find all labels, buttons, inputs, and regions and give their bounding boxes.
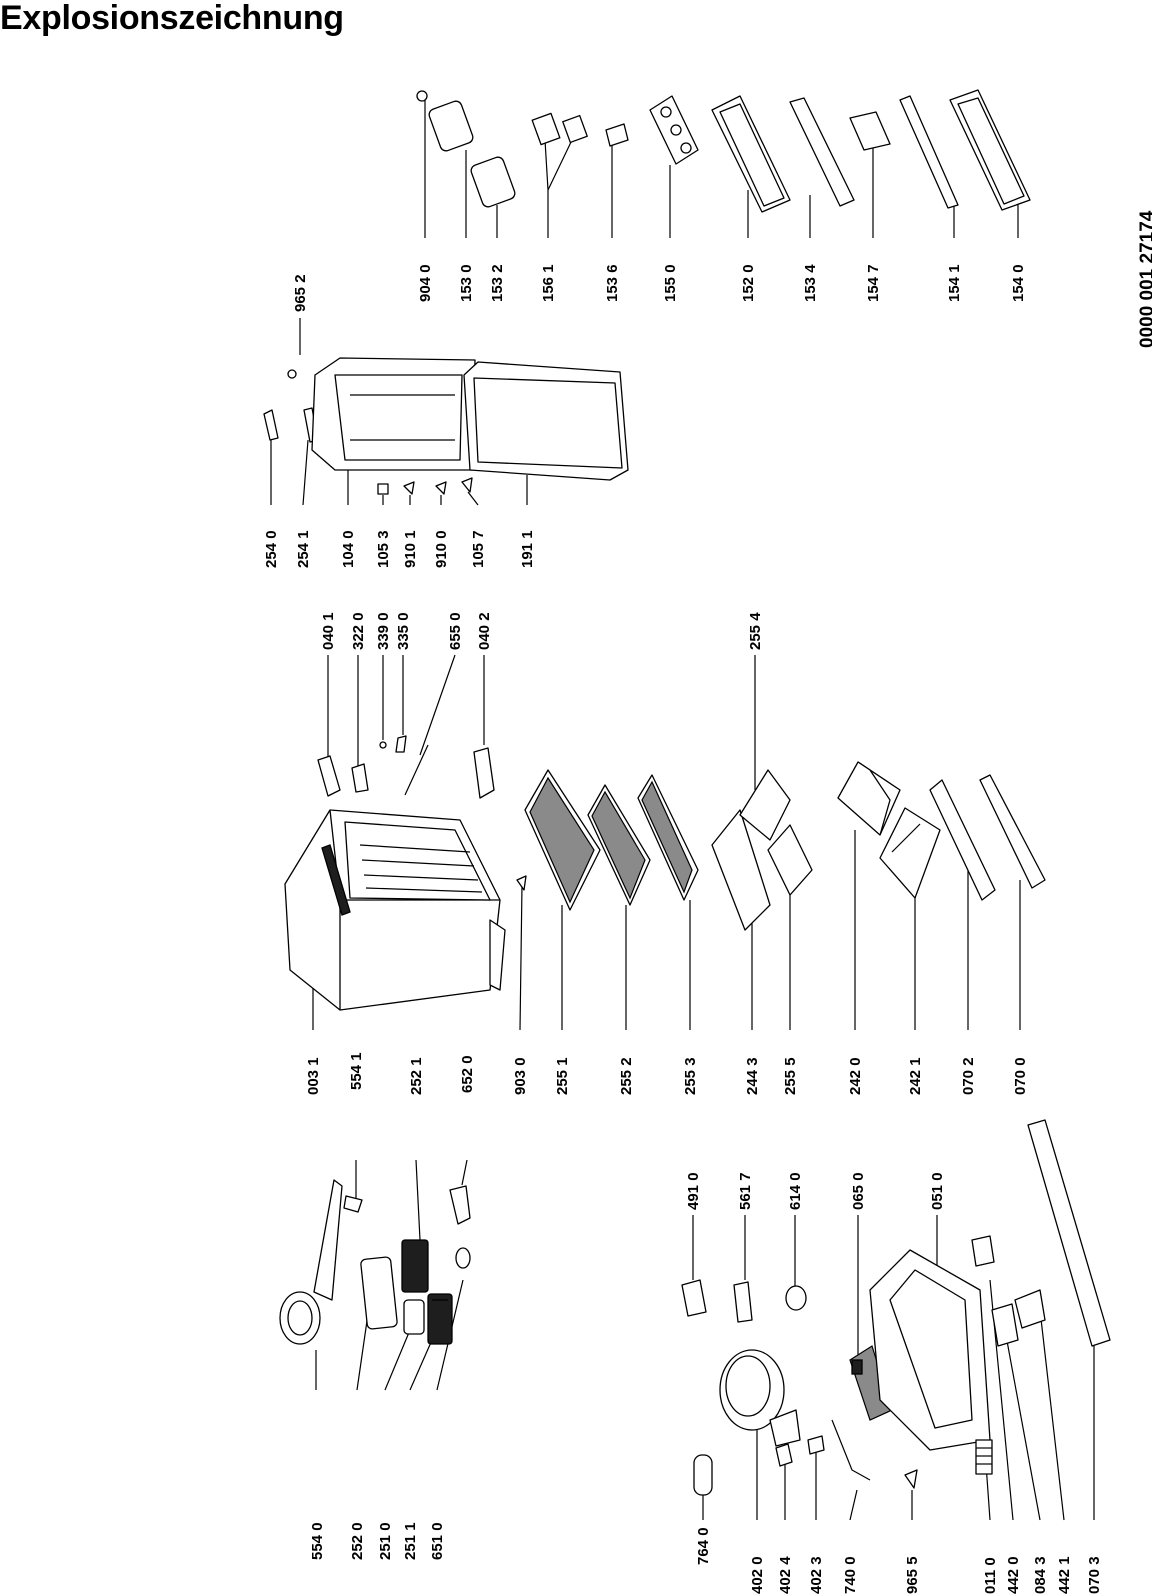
part-label: 154 0 xyxy=(1010,264,1027,302)
part-label: 335 0 xyxy=(395,612,412,650)
part-label: 152 0 xyxy=(740,264,757,302)
part-label: 252 0 xyxy=(349,1522,366,1560)
part-label: 105 7 xyxy=(470,530,487,568)
part-label: 442 1 xyxy=(1056,1556,1073,1594)
part-label: 252 1 xyxy=(408,1057,425,1095)
part-label: 255 4 xyxy=(747,612,764,650)
part-label: 070 0 xyxy=(1012,1057,1029,1095)
part-label: 242 1 xyxy=(907,1057,924,1095)
part-label: 402 3 xyxy=(808,1556,825,1594)
part-drawings xyxy=(263,89,1111,1496)
part-label: 191 1 xyxy=(519,530,536,568)
part-label: 655 0 xyxy=(447,612,464,650)
part-label: 242 0 xyxy=(847,1057,864,1095)
part-label: 554 0 xyxy=(309,1522,326,1560)
part-label: 070 3 xyxy=(1086,1556,1103,1594)
part-label: 154 1 xyxy=(946,264,963,302)
part-label: 156 1 xyxy=(540,264,557,302)
part-label: 105 3 xyxy=(375,530,392,568)
part-labels: 554 0 252 0 251 0 251 1 651 0 554 1 252 … xyxy=(263,264,1103,1594)
part-label: 153 6 xyxy=(604,264,621,302)
part-label: 965 5 xyxy=(904,1556,921,1594)
part-label: 322 0 xyxy=(350,612,367,650)
document-number: 0000 001 27174 xyxy=(1137,210,1152,348)
part-label: 070 2 xyxy=(960,1057,977,1095)
part-label: 011 0 xyxy=(982,1557,999,1594)
part-label: 255 2 xyxy=(618,1057,635,1095)
part-label: 561 7 xyxy=(737,1172,754,1210)
part-label: 255 5 xyxy=(782,1057,799,1095)
part-label: 903 0 xyxy=(512,1057,529,1095)
part-label: 040 1 xyxy=(320,612,337,650)
part-label: 402 0 xyxy=(749,1556,766,1594)
part-label: 254 1 xyxy=(295,530,312,568)
part-label: 065 0 xyxy=(850,1172,867,1210)
part-label: 965 2 xyxy=(292,274,309,312)
part-label: 051 0 xyxy=(929,1172,946,1210)
part-label: 153 0 xyxy=(458,264,475,302)
part-label: 153 4 xyxy=(802,264,819,302)
part-label: 251 1 xyxy=(402,1522,419,1560)
part-label: 255 3 xyxy=(682,1057,699,1095)
part-label: 652 0 xyxy=(459,1055,476,1093)
part-label: 614 0 xyxy=(787,1172,804,1210)
part-label: 255 1 xyxy=(554,1057,571,1095)
part-label: 153 2 xyxy=(489,264,506,302)
part-label: 910 0 xyxy=(433,530,450,568)
part-label: 402 4 xyxy=(777,1556,794,1594)
part-label: 554 1 xyxy=(348,1052,365,1090)
part-label: 764 0 xyxy=(695,1527,712,1565)
part-label: 003 1 xyxy=(305,1057,322,1095)
part-label: 154 7 xyxy=(865,264,882,302)
part-label: 904 0 xyxy=(417,264,434,302)
part-label: 244 3 xyxy=(744,1057,761,1095)
part-label: 104 0 xyxy=(340,530,357,568)
part-label: 442 0 xyxy=(1005,1556,1022,1594)
part-label: 251 0 xyxy=(377,1522,394,1560)
part-label: 040 2 xyxy=(476,612,493,650)
part-label: 910 1 xyxy=(402,530,419,568)
part-label: 651 0 xyxy=(429,1522,446,1560)
leader-lines xyxy=(270,100,1095,1521)
page-title: Explosionszeichnung xyxy=(0,0,344,37)
part-label: 740 0 xyxy=(842,1556,859,1594)
part-label: 254 0 xyxy=(263,530,280,568)
part-label: 155 0 xyxy=(662,264,679,302)
part-label: 084 3 xyxy=(1032,1556,1049,1594)
part-label: 339 0 xyxy=(375,612,392,650)
part-label: 491 0 xyxy=(685,1172,702,1210)
